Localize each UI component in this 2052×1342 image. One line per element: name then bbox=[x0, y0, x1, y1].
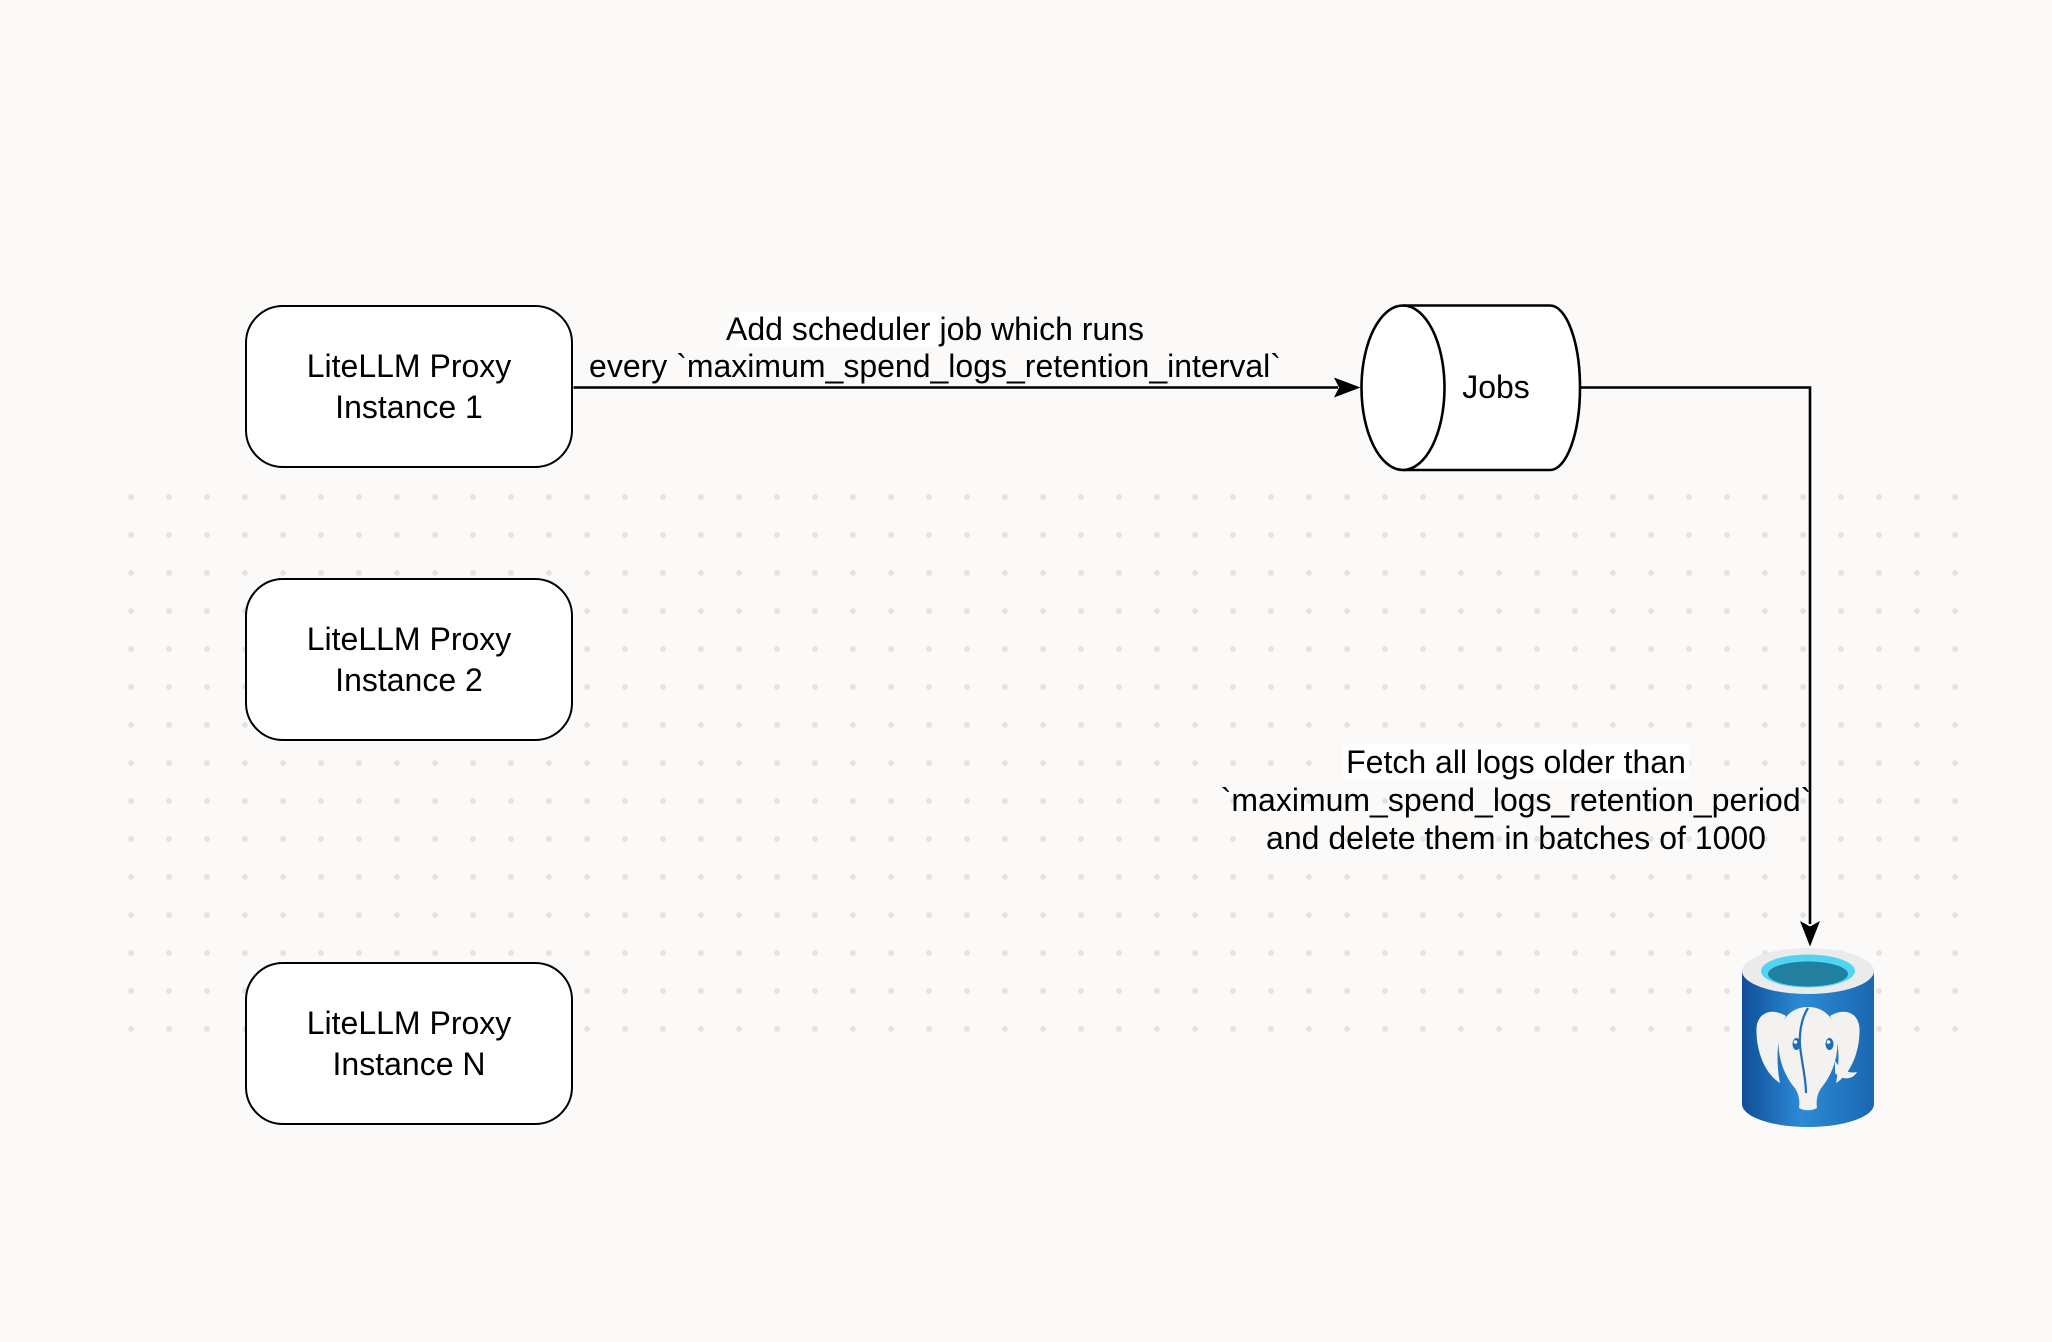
fetch-label-line1: Fetch all logs older than bbox=[1343, 744, 1689, 780]
elephant-right-eye bbox=[1825, 1038, 1834, 1050]
edges-group bbox=[573, 386, 1812, 924]
node-label-line1: LiteLLM Proxy bbox=[306, 1004, 512, 1041]
jobs-cylinder-shape bbox=[1360, 304, 1582, 472]
elephant-logo bbox=[1756, 1007, 1860, 1111]
edge-label-scheduler-job: Add scheduler job which runs every `maxi… bbox=[585, 311, 1285, 385]
scheduler-label-background bbox=[738, 312, 938, 347]
fetch-label-line3: and delete them in batches of 1000 bbox=[1266, 820, 1766, 856]
node-label-line2: Instance 1 bbox=[335, 388, 483, 425]
jobs-cylinder-inner-rim bbox=[1402, 304, 1446, 472]
database-opening-shadow bbox=[1768, 961, 1848, 987]
jobs-label-text: Jobs bbox=[1462, 369, 1530, 405]
elephant-head-and-trunk bbox=[1778, 1007, 1838, 1111]
edge-fetch-elbow-line bbox=[1578, 386, 1812, 924]
elephant-left-eye-highlight bbox=[1793, 1040, 1798, 1044]
elephant-left-ear bbox=[1756, 1011, 1786, 1083]
elephant-face-details bbox=[1792, 1007, 1834, 1094]
edge-label-fetch-delete: Fetch all logs older than `maximum_spend… bbox=[1166, 743, 1866, 857]
elephant-right-eye-highlight bbox=[1826, 1040, 1831, 1044]
node-label-line2: Instance N bbox=[332, 1045, 486, 1082]
node-label-line1: LiteLLM Proxy bbox=[306, 347, 512, 384]
scheduler-label-line1: Add scheduler job which runs bbox=[725, 311, 1144, 347]
node-litellm-proxy-instance-2: LiteLLM Proxy Instance 2 bbox=[245, 578, 573, 741]
node-litellm-proxy-instance-1: LiteLLM Proxy Instance 1 bbox=[245, 305, 573, 468]
jobs-cylinder-body bbox=[1360, 304, 1582, 472]
node-label: LiteLLM Proxy Instance 1 bbox=[307, 346, 512, 428]
elephant-tusk bbox=[1835, 1061, 1857, 1079]
postgresql-database-icon bbox=[1742, 948, 1874, 1127]
arrowhead-into-postgres bbox=[1800, 921, 1820, 947]
fetch-label-line2: `maximum_spend_logs_retention_period` bbox=[1220, 782, 1812, 818]
elephant-right-ear bbox=[1830, 1011, 1860, 1083]
node-label: LiteLLM Proxy Instance 2 bbox=[307, 619, 512, 701]
scheduler-label-line2: every `maximum_spend_logs_retention_inte… bbox=[589, 348, 1281, 384]
node-litellm-proxy-instance-n: LiteLLM Proxy Instance N bbox=[245, 962, 573, 1125]
jobs-node-label: Jobs bbox=[1396, 367, 1596, 408]
node-label-line1: LiteLLM Proxy bbox=[306, 620, 512, 657]
node-label: LiteLLM Proxy Instance N bbox=[307, 1003, 512, 1085]
node-label-line2: Instance 2 bbox=[335, 661, 483, 698]
elephant-brow-trunk-line bbox=[1798, 1007, 1809, 1094]
arrowhead-into-jobs bbox=[1334, 377, 1361, 398]
